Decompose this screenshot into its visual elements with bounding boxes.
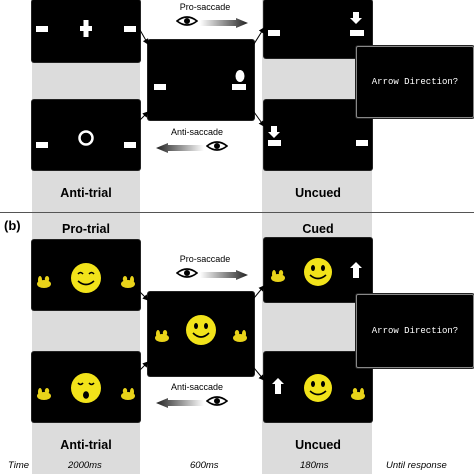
- hand-icon: [351, 388, 365, 400]
- screen-arrow-left-top: [264, 100, 372, 170]
- hand-icon: [37, 276, 51, 288]
- eye-icon: [205, 394, 229, 406]
- screen-pro-face: [32, 240, 140, 310]
- screen-fixation-cross: [32, 0, 140, 62]
- panel-b-label: (b): [4, 218, 21, 233]
- timeline-180ms: 180ms: [300, 460, 329, 471]
- panel-divider: [0, 212, 474, 213]
- pro-saccade-label-top: Pro-saccade: [179, 2, 231, 12]
- gradient-arrow-icon: [200, 15, 248, 28]
- bottom-uncued-label: Uncued: [295, 438, 341, 452]
- cued-label: Cued: [302, 222, 334, 236]
- screen-arrow-right-top: [264, 0, 372, 58]
- top-uncued-label: Uncued: [295, 186, 341, 200]
- eye-icon: [175, 14, 199, 26]
- anti-saccade-label-bottom: Anti-saccade: [170, 382, 224, 392]
- screen-target-bottom: [148, 292, 254, 376]
- hand-icon: [37, 388, 51, 400]
- hand-icon: [233, 330, 247, 342]
- hand-icon: [271, 270, 285, 282]
- gradient-arrow-icon: [156, 140, 204, 153]
- top-anti-trial-label: Anti-trial: [60, 186, 112, 200]
- response-screen-top: Arrow Direction?: [356, 46, 474, 118]
- response-screen-bottom: Arrow Direction?: [356, 294, 474, 368]
- screen-anti-face: [32, 352, 140, 422]
- gradient-arrow-icon: [200, 267, 248, 280]
- eye-icon: [205, 139, 229, 151]
- eye-icon: [175, 266, 199, 278]
- response-prompt: Arrow Direction?: [371, 77, 459, 87]
- screen-uncued: [264, 352, 372, 422]
- timeline-600ms: 600ms: [190, 460, 219, 471]
- hand-icon: [121, 276, 135, 288]
- response-prompt: Arrow Direction?: [371, 326, 459, 336]
- screen-cued: [264, 238, 372, 302]
- pro-saccade-label-bottom: Pro-saccade: [179, 254, 231, 264]
- screen-fixation-circle: [32, 100, 140, 170]
- screen-target-top: [148, 40, 254, 120]
- timeline-until-response: Until response: [386, 460, 447, 471]
- gradient-arrow-icon: [156, 395, 204, 408]
- hand-icon: [155, 330, 169, 342]
- hand-icon: [121, 388, 135, 400]
- anti-saccade-label-top: Anti-saccade: [170, 127, 224, 137]
- bottom-anti-trial-label: Anti-trial: [60, 438, 112, 452]
- pro-trial-label: Pro-trial: [62, 222, 110, 236]
- timeline-2000ms: 2000ms: [68, 460, 102, 471]
- timeline-label: Time: [8, 460, 30, 471]
